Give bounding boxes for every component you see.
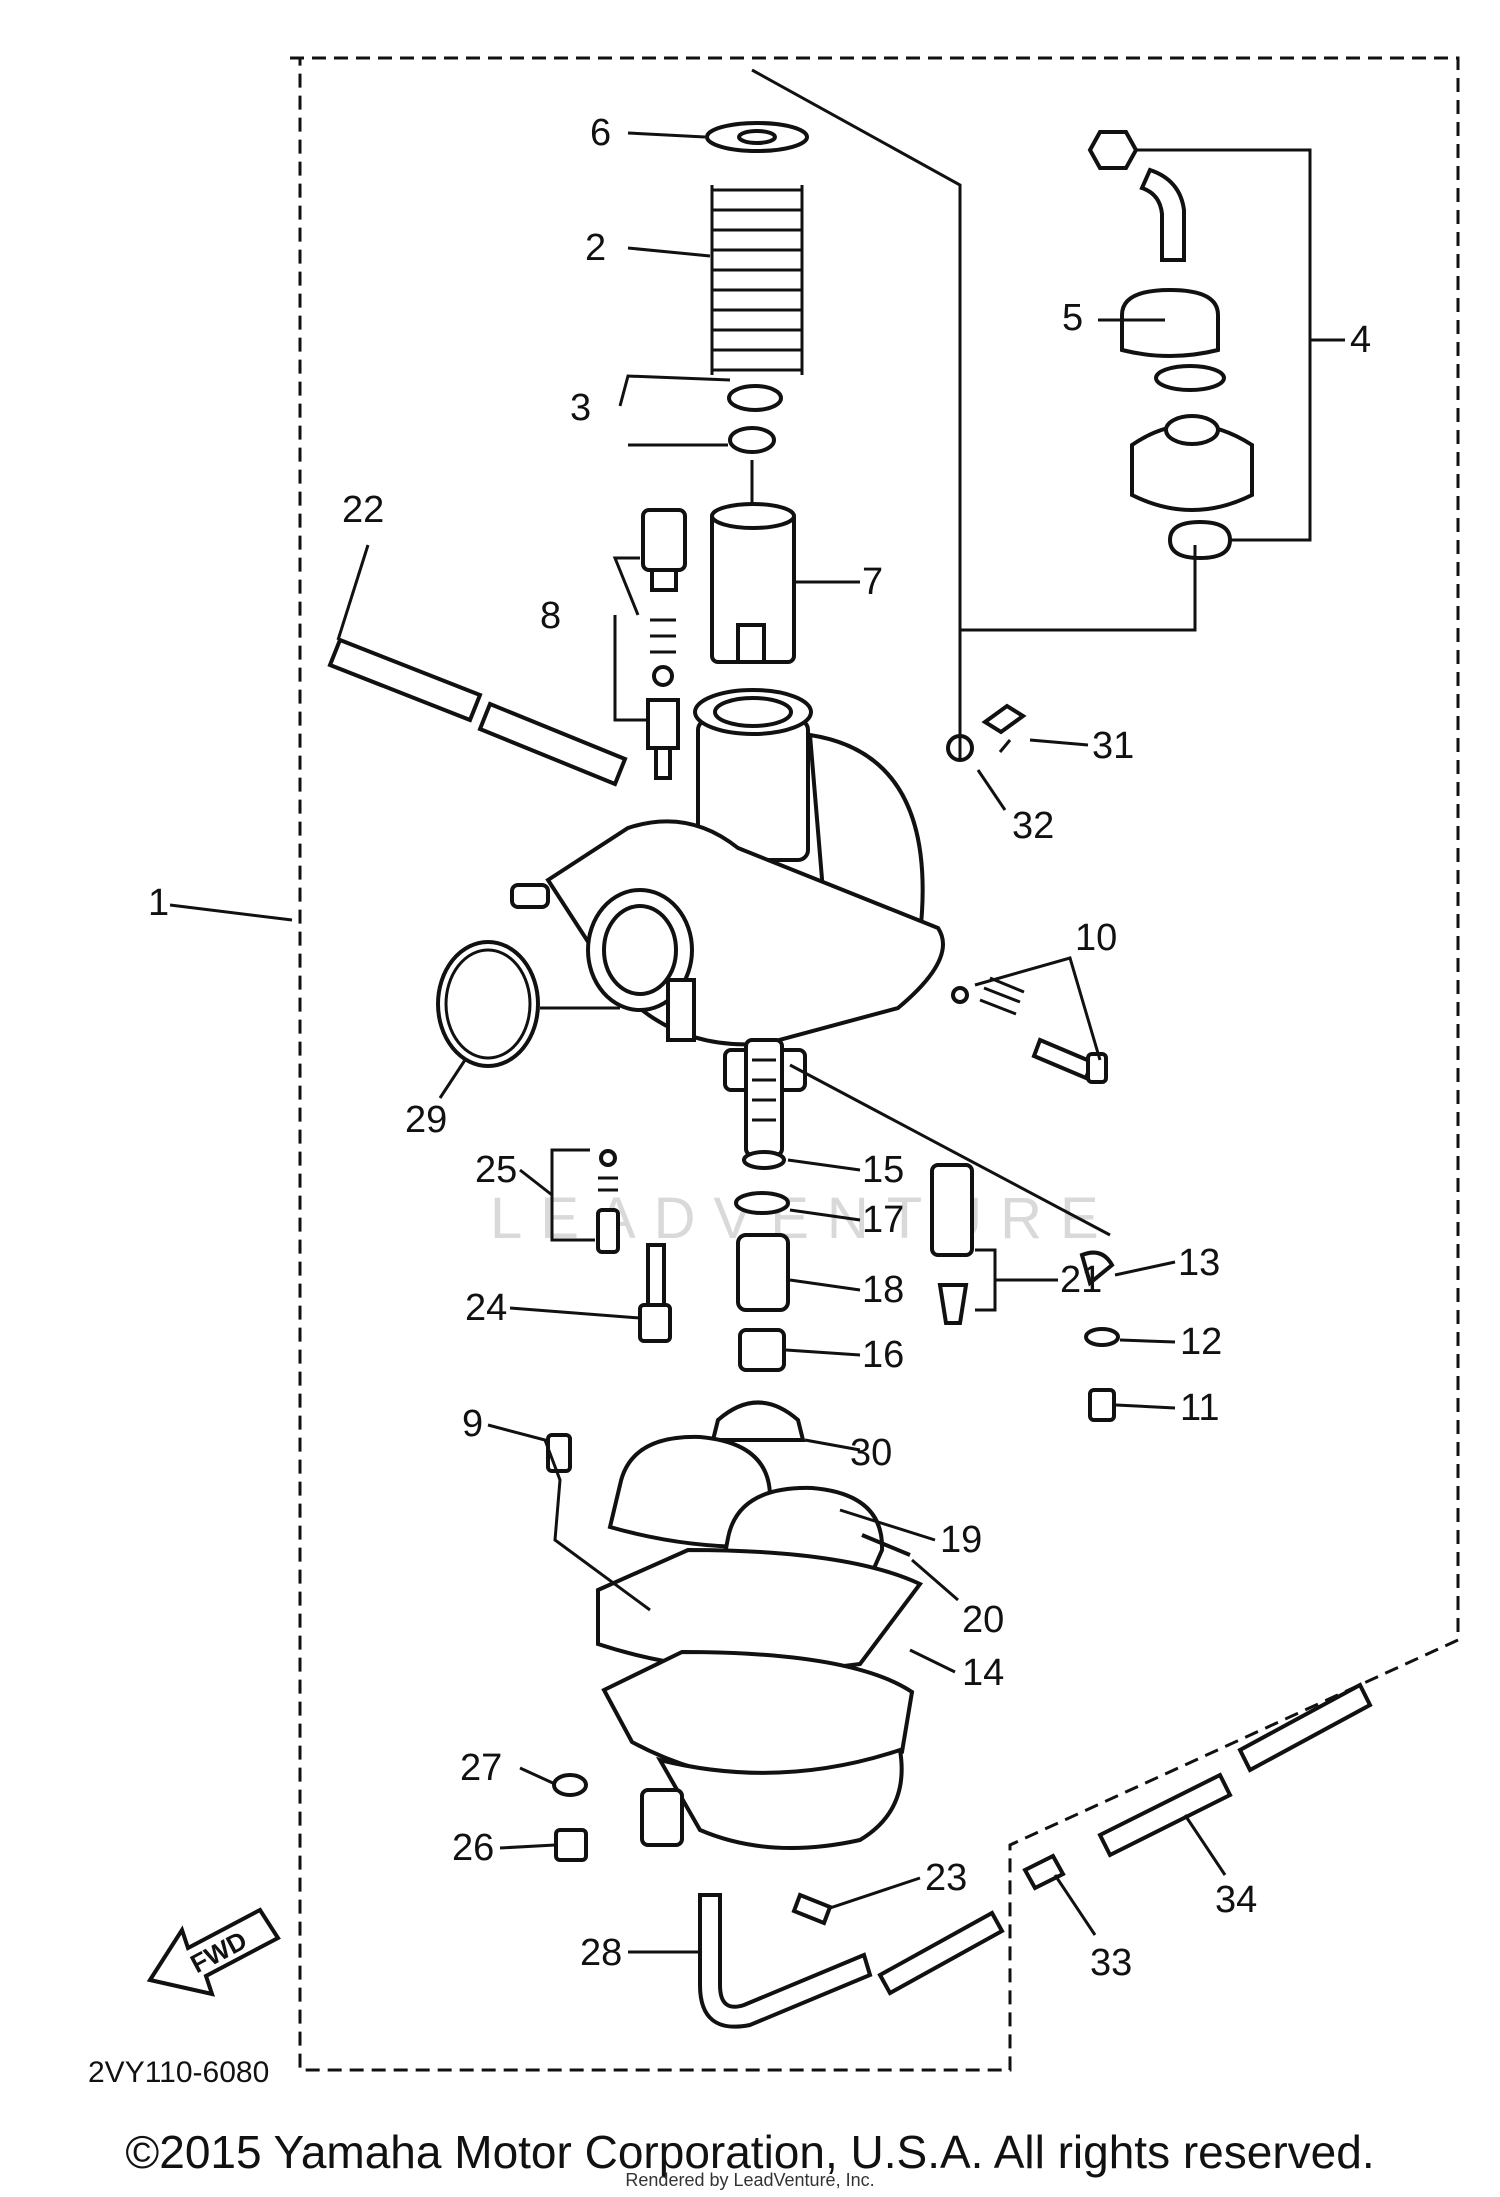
callout-26: 26 bbox=[452, 1827, 494, 1869]
rendered-by-note: Rendered by LeadVenture, Inc. bbox=[625, 2170, 875, 2190]
callout-18: 18 bbox=[862, 1269, 904, 1311]
part-screw bbox=[981, 703, 1027, 735]
part-screw-11 bbox=[1088, 1388, 1116, 1422]
callout-5: 5 bbox=[1062, 297, 1083, 339]
part-pilot-screw bbox=[596, 1149, 620, 1254]
callout-11: 11 bbox=[1180, 1387, 1219, 1429]
part-main-nozzle bbox=[742, 1038, 786, 1170]
callout-8: 8 bbox=[540, 595, 561, 637]
part-drain-hose bbox=[698, 1893, 873, 2029]
callout-29: 29 bbox=[405, 1099, 447, 1141]
part-starter-plunger bbox=[641, 508, 687, 780]
callout-22: 22 bbox=[342, 489, 384, 531]
part-float-needle-valve bbox=[930, 1163, 974, 1325]
callout-24: 24 bbox=[465, 1287, 507, 1329]
callout-23: 23 bbox=[925, 1857, 967, 1899]
part-baffle bbox=[710, 1400, 806, 1442]
part-carb-top-cap bbox=[1087, 130, 1254, 561]
part-washer-12 bbox=[1084, 1327, 1120, 1347]
callout-14: 14 bbox=[962, 1652, 1004, 1694]
part-screw-23 bbox=[791, 1892, 833, 1926]
callout-10: 10 bbox=[1075, 917, 1117, 959]
part-throttle-spring bbox=[710, 185, 804, 375]
callout-30: 30 bbox=[850, 1432, 892, 1474]
part-spring-seat bbox=[705, 121, 809, 153]
part-overflow-hose bbox=[1097, 1772, 1233, 1858]
part-o-ring-small bbox=[734, 1191, 790, 1215]
part-needle-jet bbox=[736, 1233, 790, 1312]
part-air-screw bbox=[951, 976, 1108, 1084]
callout-1: 1 bbox=[148, 882, 169, 924]
callout-34: 34 bbox=[1215, 1879, 1257, 1921]
callout-21: 21 bbox=[1060, 1259, 1102, 1301]
callout-6: 6 bbox=[590, 112, 611, 154]
part-hose-joint bbox=[1022, 1853, 1066, 1891]
part-bracket bbox=[1079, 1250, 1115, 1287]
callout-28: 28 bbox=[580, 1932, 622, 1974]
part-drain-washer bbox=[552, 1773, 588, 1797]
part-carburetor-body bbox=[510, 688, 945, 1092]
callout-7: 7 bbox=[862, 561, 883, 603]
callout-16: 16 bbox=[862, 1334, 904, 1376]
part-float-bowl bbox=[596, 1547, 924, 1850]
part-float-pin bbox=[861, 1533, 911, 1557]
part-throttle-valve bbox=[710, 502, 796, 664]
drawing-code: 2VY110-6080 bbox=[88, 2056, 269, 2089]
callout-9: 9 bbox=[462, 1403, 483, 1445]
callout-20: 20 bbox=[962, 1599, 1004, 1641]
assembly-boundary bbox=[290, 56, 1460, 2072]
callout-15: 15 bbox=[862, 1149, 904, 1191]
callout-13: 13 bbox=[1178, 1242, 1220, 1284]
part-main-jet bbox=[738, 1328, 786, 1372]
part-o-ring bbox=[436, 940, 540, 1068]
callout-3: 3 bbox=[570, 387, 591, 429]
callout-33: 33 bbox=[1090, 1942, 1132, 1984]
callout-32: 32 bbox=[1012, 805, 1054, 847]
callout-17: 17 bbox=[862, 1199, 904, 1241]
callout-31: 31 bbox=[1092, 725, 1134, 767]
callout-12: 12 bbox=[1180, 1321, 1222, 1363]
leader-lines bbox=[169, 68, 1345, 1954]
callout-4: 4 bbox=[1350, 319, 1371, 361]
callout-labels: 1 2 3 4 5 6 7 8 9 10 11 12 13 14 15 16 1… bbox=[148, 112, 1371, 1984]
part-pilot-jet bbox=[638, 1243, 672, 1343]
callout-25: 25 bbox=[475, 1149, 517, 1191]
callout-27: 27 bbox=[460, 1747, 502, 1789]
part-needle-clip bbox=[727, 384, 783, 520]
copyright-notice: ©2015 Yamaha Motor Corporation, U.S.A. A… bbox=[125, 2126, 1375, 2178]
callout-2: 2 bbox=[585, 227, 606, 269]
forward-direction-arrow: FWD bbox=[146, 1907, 281, 1997]
callout-19: 19 bbox=[940, 1519, 982, 1561]
part-drain-screw bbox=[554, 1828, 588, 1862]
part-vent-hose-upper bbox=[327, 637, 628, 787]
